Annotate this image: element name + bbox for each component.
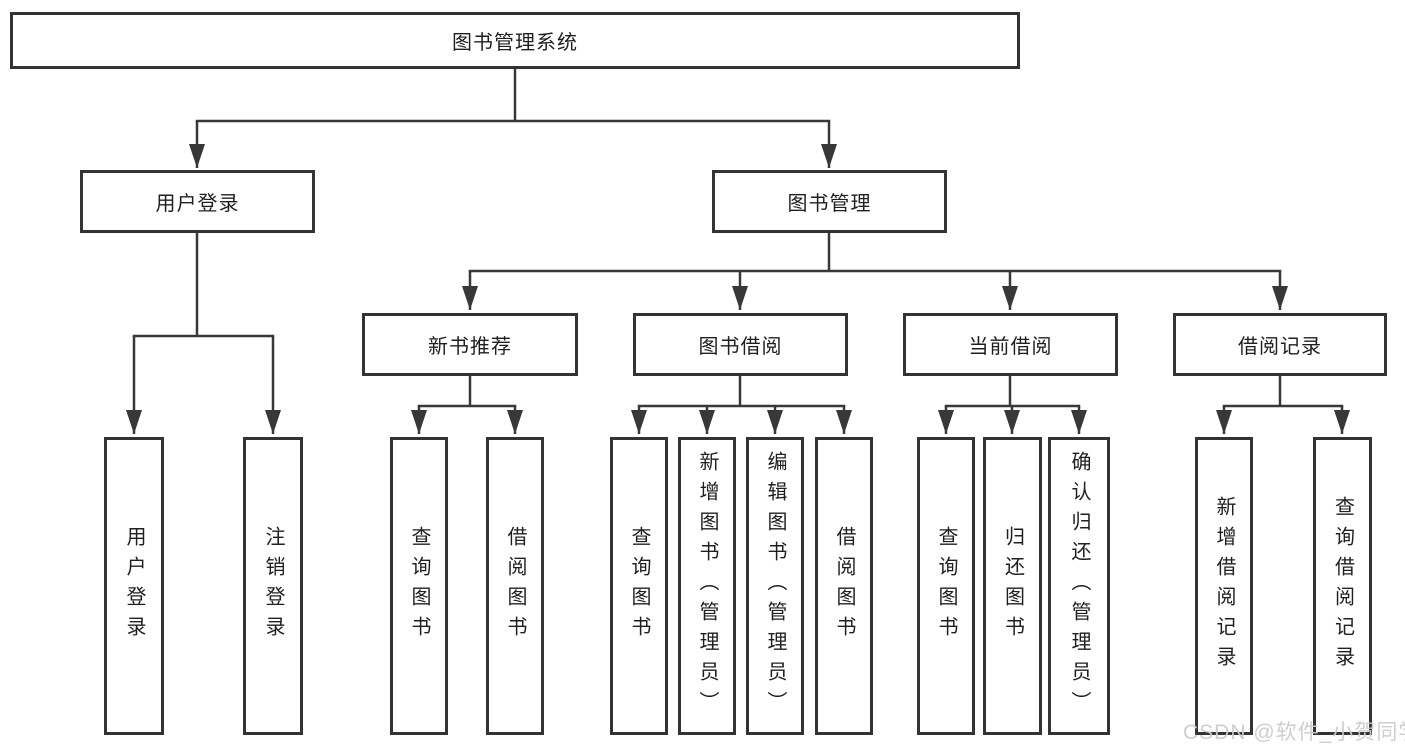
csdn-watermark: CSDN @软件_小贺同学	[1183, 721, 1405, 744]
leaf-borrow-books-recommend: 借阅图书	[486, 437, 544, 735]
node-book-borrowing: 图书借阅	[633, 313, 848, 376]
leaf-borrow-books: 借阅图书	[815, 437, 873, 735]
leaf-return-books: 归还图书	[983, 437, 1042, 735]
node-new-book-recommendation: 新书推荐	[362, 313, 578, 376]
leaf-query-books-current: 查询图书	[917, 437, 975, 735]
node-borrowing-records: 借阅记录	[1173, 313, 1387, 376]
node-current-borrowing: 当前借阅	[903, 313, 1118, 376]
leaf-add-borrow-record: 新增借阅记录	[1195, 437, 1253, 735]
leaf-add-books-admin: 新增图书（管理员）	[678, 437, 736, 735]
leaf-query-books-borrow: 查询图书	[610, 437, 668, 735]
leaf-query-borrow-record: 查询借阅记录	[1313, 437, 1372, 735]
leaf-user-login: 用户登录	[104, 437, 164, 735]
leaf-query-books-recommend: 查询图书	[390, 437, 448, 735]
node-user-login: 用户登录	[80, 170, 315, 233]
node-book-management: 图书管理	[712, 170, 947, 233]
leaf-logout: 注销登录	[243, 437, 303, 735]
leaf-confirm-return-admin: 确认归还（管理员）	[1048, 437, 1110, 735]
node-library-management-system: 图书管理系统	[10, 12, 1020, 69]
leaf-edit-books-admin: 编辑图书（管理员）	[746, 437, 804, 735]
